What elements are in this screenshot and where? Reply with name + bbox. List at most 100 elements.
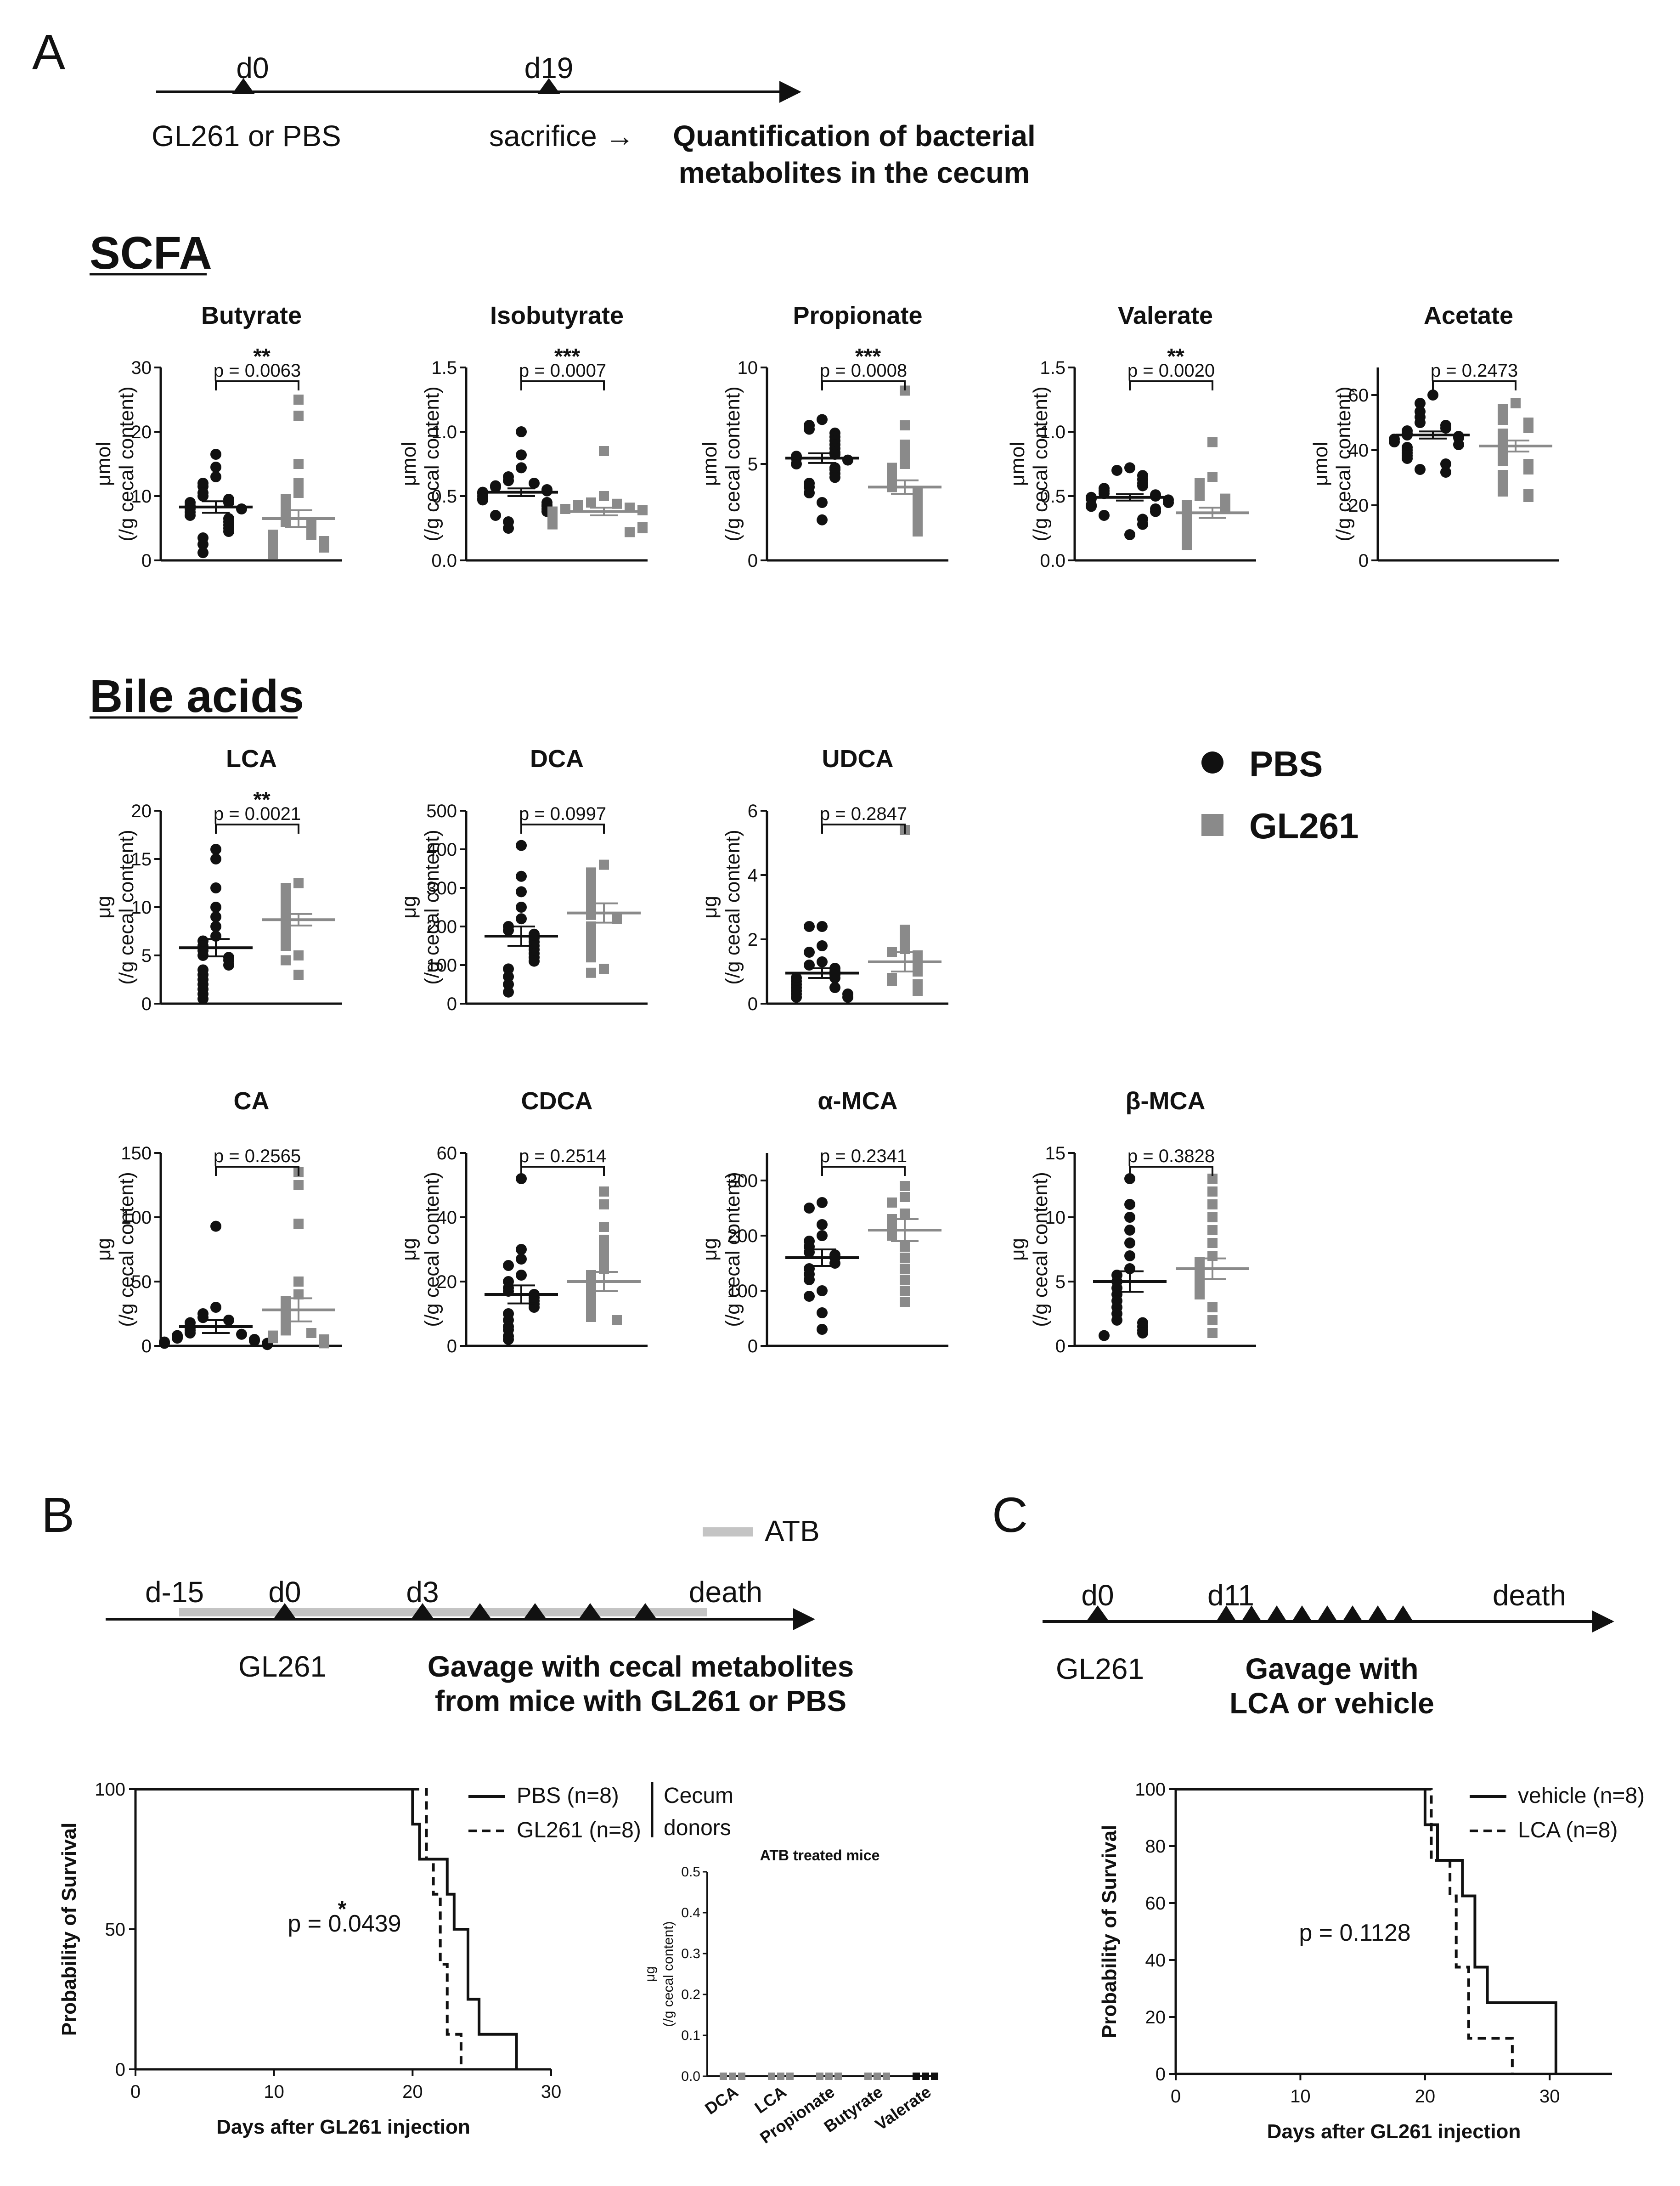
section-title-scfa: SCFA xyxy=(90,227,212,279)
significance-stars: * xyxy=(338,1897,347,1921)
data-point-pbs xyxy=(477,494,488,506)
y-axis-label-unit: μmol xyxy=(398,442,420,486)
data-point-pbs xyxy=(817,921,828,932)
data-point-gl261 xyxy=(1207,1199,1218,1209)
y-axis-label-basis: (/g cecal content) xyxy=(1332,386,1355,542)
data-point-gl261 xyxy=(281,1325,291,1336)
y-axis-label-unit: μg xyxy=(398,896,420,919)
timeline-b-atb: ATB xyxy=(765,1514,820,1548)
y-tick-label: 80 xyxy=(1145,1836,1166,1857)
data-point-pbs xyxy=(529,1302,540,1313)
data-point-gl261 xyxy=(293,395,304,405)
chart-title: DCA xyxy=(530,745,584,773)
timeline-c-gavage-markers xyxy=(1216,1605,1413,1621)
timeline-c-gl261: GL261 xyxy=(1056,1652,1144,1685)
data-point-gl261 xyxy=(547,519,558,530)
y-axis-label-basis: (/g cecal content) xyxy=(115,1172,138,1327)
y-axis-label-unit: μg xyxy=(92,1238,115,1261)
y-axis-label-unit: μmol xyxy=(1006,442,1029,486)
y-tick-label: 20 xyxy=(131,801,152,821)
data-point-pbs xyxy=(804,1247,815,1258)
data-point-pbs xyxy=(503,523,514,534)
significance-stars: *** xyxy=(554,345,580,369)
y-axis-label-unit: μg xyxy=(398,1238,420,1261)
data-point-pbs xyxy=(1453,439,1464,450)
group-legend: PBS GL261 xyxy=(1201,744,1359,846)
y-axis-label-basis: (/g cecal content) xyxy=(1029,386,1052,542)
chart-title: UDCA xyxy=(822,745,894,773)
data-point-pbs xyxy=(503,1260,514,1271)
data-point-pbs xyxy=(503,475,514,486)
panel-letter-b: B xyxy=(41,1487,74,1542)
data-point-gl261 xyxy=(293,411,304,421)
data-point-gl261 xyxy=(900,449,910,459)
data-point-gl261 xyxy=(900,934,910,944)
data-point-pbs xyxy=(197,547,209,559)
data-point-pbs xyxy=(1099,510,1110,521)
y-tick-label: 1.0 xyxy=(1040,422,1066,442)
chart-title: CA xyxy=(234,1087,270,1115)
data-point-pbs xyxy=(210,853,221,864)
y-tick-label: 15 xyxy=(1045,1143,1066,1164)
data-point-gl261 xyxy=(1207,1238,1218,1248)
timeline-b: ATB d-15 d0 d3 death GL261 Gavage with c… xyxy=(106,1514,854,1717)
legend-label: PBS (n=8) xyxy=(517,1784,619,1808)
data-point-pbs xyxy=(516,913,527,925)
data-point-gl261 xyxy=(1207,1315,1218,1325)
data-point-gl261 xyxy=(900,1209,910,1219)
data-point-pbs xyxy=(529,955,540,967)
timeline-b-marker-d0 xyxy=(273,1603,296,1619)
data-point-gl261 xyxy=(586,497,596,508)
y-tick-label: 40 xyxy=(437,1208,457,1228)
y-axis-label-basis: (/g cecal content) xyxy=(421,1172,443,1327)
y-tick-label: 40 xyxy=(1348,441,1369,461)
data-point-pbs xyxy=(236,503,247,514)
data-point-gl261 xyxy=(1523,464,1533,474)
data-point-gl261 xyxy=(1207,1328,1218,1338)
p-value: p = 0.0008 xyxy=(820,361,907,381)
data-point-gl261 xyxy=(268,1333,278,1344)
legend-marker-pbs xyxy=(1201,751,1223,774)
y-tick-label: 5 xyxy=(141,946,152,966)
data-point xyxy=(922,2073,929,2080)
significance-bracket xyxy=(1432,380,1517,390)
data-point-gl261 xyxy=(1207,1225,1218,1235)
data-point-pbs xyxy=(210,921,221,932)
timeline-a-d0: d0 xyxy=(236,51,269,85)
data-point-gl261 xyxy=(900,1253,910,1263)
data-point-gl261 xyxy=(293,478,304,488)
data-point-pbs xyxy=(516,462,527,474)
y-tick-label: 6 xyxy=(748,801,758,821)
data-point-pbs xyxy=(1415,398,1426,409)
y-tick-label: 0.0 xyxy=(1040,551,1066,571)
data-point-gl261 xyxy=(612,914,622,924)
data-point-gl261 xyxy=(599,491,609,501)
timeline-a-d19: d19 xyxy=(524,51,574,85)
data-point-pbs xyxy=(1440,467,1451,478)
timeline-c-gavage-line1: Gavage with xyxy=(1246,1652,1419,1685)
timeline-c-marker-gavage xyxy=(1241,1605,1262,1621)
y-tick-label: 10 xyxy=(738,358,758,378)
data-point-gl261 xyxy=(586,952,596,963)
data-point-gl261 xyxy=(1195,491,1205,501)
data-point-pbs xyxy=(172,1333,183,1344)
data-point-pbs xyxy=(503,963,514,975)
data-point-pbs xyxy=(516,1173,527,1184)
data-point-pbs xyxy=(236,1328,247,1340)
y-tick-label: 0.0 xyxy=(431,551,457,571)
y-axis-title: Probability of Survival xyxy=(58,1823,80,2036)
y-tick-label: 300 xyxy=(727,1171,758,1191)
data-point-pbs xyxy=(1137,1327,1148,1339)
p-value: p = 0.0007 xyxy=(519,361,606,381)
y-tick-label: 0 xyxy=(748,1336,758,1356)
y-tick-label: 150 xyxy=(121,1143,152,1164)
chart-title: LCA xyxy=(226,745,277,773)
data-point xyxy=(786,2073,794,2080)
